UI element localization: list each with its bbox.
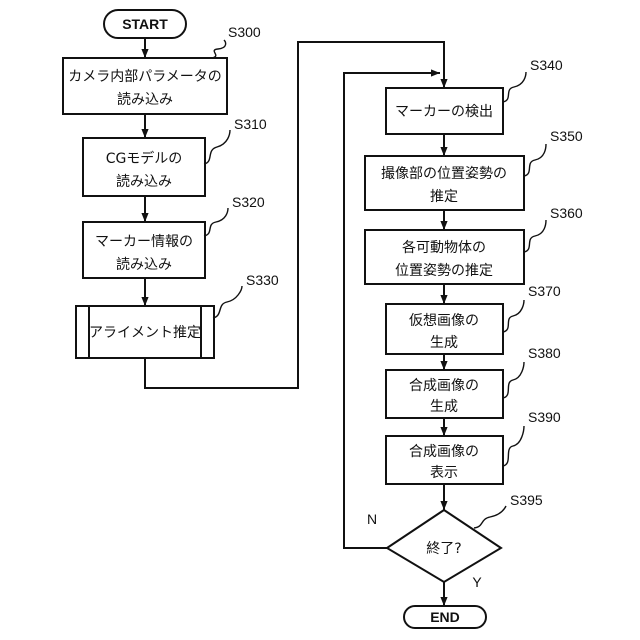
step-s350-leader [524, 144, 546, 176]
step-s350-line1: 撮像部の位置姿勢の [381, 165, 507, 182]
step-s360-leader [524, 220, 546, 252]
step-s300-leader [212, 40, 226, 58]
step-s370-id: S370 [528, 283, 561, 299]
step-s380-leader [503, 362, 524, 398]
step-s310-line1: CGモデルの [106, 150, 183, 167]
decision-id: S395 [510, 492, 543, 508]
step-s370-line1: 仮想画像の [409, 313, 479, 329]
step-s330-id: S330 [246, 272, 279, 288]
step-s320-leader [204, 208, 228, 236]
step-s320-id: S320 [232, 194, 265, 210]
step-s300-line2: 読み込み [117, 91, 173, 108]
step-s360-line2: 位置姿勢の推定 [395, 263, 493, 279]
step-s390-leader [503, 426, 524, 466]
step-s320: マーカー情報の 読み込み S320 [83, 194, 265, 278]
step-s300-id: S300 [228, 24, 261, 40]
step-s380-id: S380 [528, 345, 561, 361]
step-s310-id: S310 [234, 116, 267, 132]
step-s350: 撮像部の位置姿勢の 推定 S350 [365, 128, 583, 210]
step-s340-id: S340 [530, 57, 563, 73]
decision-yes-label: Y [472, 574, 482, 590]
step-s390-line2: 表示 [430, 465, 458, 481]
step-s340: マーカーの検出 S340 [386, 57, 563, 134]
step-s340-leader [503, 72, 526, 102]
step-s300-line1: カメラ内部パラメータの [68, 69, 222, 85]
step-s310-line2: 読み込み [116, 173, 172, 190]
start-terminal: START [104, 10, 186, 38]
step-s380-line2: 生成 [430, 399, 458, 415]
step-s310: CGモデルの 読み込み S310 [83, 116, 267, 196]
step-s310-leader [204, 130, 230, 164]
step-s390-line1: 合成画像の [409, 444, 479, 460]
decision-s395: 終了? S395 N Y [367, 492, 543, 590]
step-s370: 仮想画像の 生成 S370 [386, 283, 561, 354]
step-s380: 合成画像の 生成 S380 [386, 345, 561, 418]
step-s320-line2: 読み込み [116, 256, 172, 273]
step-s340-line1: マーカーの検出 [395, 104, 493, 120]
step-s360: 各可動物体の 位置姿勢の推定 S360 [365, 205, 583, 284]
decision-leader [474, 506, 506, 528]
step-s380-line1: 合成画像の [409, 378, 479, 394]
step-s370-line2: 生成 [430, 335, 458, 351]
end-label: END [430, 609, 460, 625]
end-terminal: END [404, 606, 486, 628]
step-s360-line1: 各可動物体の [402, 240, 486, 256]
step-s370-leader [503, 300, 524, 332]
step-s330-leader [213, 286, 242, 318]
start-label: START [122, 16, 168, 32]
step-s350-id: S350 [550, 128, 583, 144]
step-s320-line1: マーカー情報の [95, 234, 193, 250]
step-s330: アライメント推定 S330 [76, 272, 279, 358]
step-s330-line1: アライメント推定 [89, 325, 201, 341]
step-s390-id: S390 [528, 409, 561, 425]
decision-no-label: N [367, 511, 377, 527]
step-s360-id: S360 [550, 205, 583, 221]
decision-text: 終了? [426, 541, 461, 557]
step-s350-line2: 推定 [430, 189, 458, 205]
step-s390: 合成画像の 表示 S390 [386, 409, 561, 484]
